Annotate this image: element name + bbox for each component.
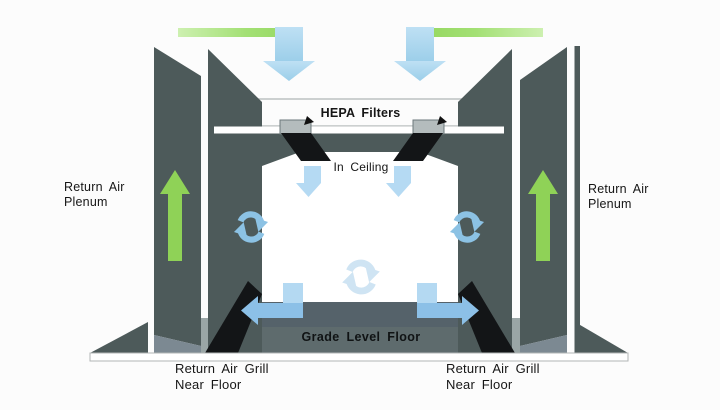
filter-bar bbox=[214, 126, 504, 134]
wall-right-inner bbox=[458, 49, 512, 353]
label-line: Return Air bbox=[588, 182, 649, 196]
baseline bbox=[89, 352, 629, 362]
floor-wedge-left bbox=[90, 322, 148, 353]
floor-wedge-right bbox=[575, 322, 628, 353]
label-line: Plenum bbox=[588, 197, 632, 211]
ceiling-down-arrow-left bbox=[296, 166, 321, 197]
room-interior bbox=[262, 130, 458, 302]
floor-under-left-wall bbox=[154, 335, 201, 353]
ceiling-down-arrow-right bbox=[386, 166, 411, 197]
hepa-filters-label: HEPA Filters bbox=[320, 106, 401, 120]
filter-tick-right bbox=[437, 116, 447, 125]
return-air-plenum-left-label: Return Air Plenum bbox=[64, 180, 125, 210]
label-line: Plenum bbox=[64, 195, 108, 209]
supply-down-arrow-right bbox=[394, 27, 446, 81]
supply-duct-green-bar-left bbox=[178, 28, 303, 37]
label-line: Return Air Grill bbox=[446, 361, 540, 376]
filter-tick-left bbox=[304, 116, 314, 125]
label-line: Return Air bbox=[64, 180, 125, 194]
filter-shadow-left bbox=[281, 133, 331, 161]
floor-in-left-gap bbox=[201, 318, 208, 353]
plenum-up-arrow-right bbox=[528, 170, 558, 261]
supply-down-arrow-left bbox=[263, 27, 315, 81]
label-line: Near Floor bbox=[175, 376, 242, 392]
in-ceiling-label: In Ceiling bbox=[333, 160, 389, 174]
grade-level-floor-label: Grade Level Floor bbox=[301, 330, 421, 344]
return-air-plenum-right-label: Return Air Plenum bbox=[588, 182, 649, 212]
return-elbow-arrow-left bbox=[241, 283, 303, 325]
plenum-up-arrow-left bbox=[160, 170, 190, 261]
return-air-grill-right-label: Return Air Grill Near Floor bbox=[446, 361, 540, 392]
return-elbow-arrow-right bbox=[417, 283, 479, 325]
filter-shadow-right bbox=[393, 133, 443, 161]
supply-duct-green-bar-right bbox=[420, 28, 543, 37]
ceiling-plenum bbox=[217, 98, 503, 127]
floor-under-right-wall bbox=[520, 335, 567, 353]
return-air-grill-left-label: Return Air Grill Near Floor bbox=[175, 361, 269, 392]
label-line: Return Air Grill bbox=[175, 361, 269, 376]
wall-left-inner bbox=[208, 49, 262, 353]
hepa-filter-box-right bbox=[412, 116, 447, 135]
return-grill-left bbox=[205, 281, 262, 353]
floor-in-right-gap bbox=[512, 318, 520, 353]
wall-right-edge-strip bbox=[574, 46, 580, 353]
label-line: Near Floor bbox=[446, 376, 513, 392]
return-grill-right bbox=[458, 281, 515, 353]
